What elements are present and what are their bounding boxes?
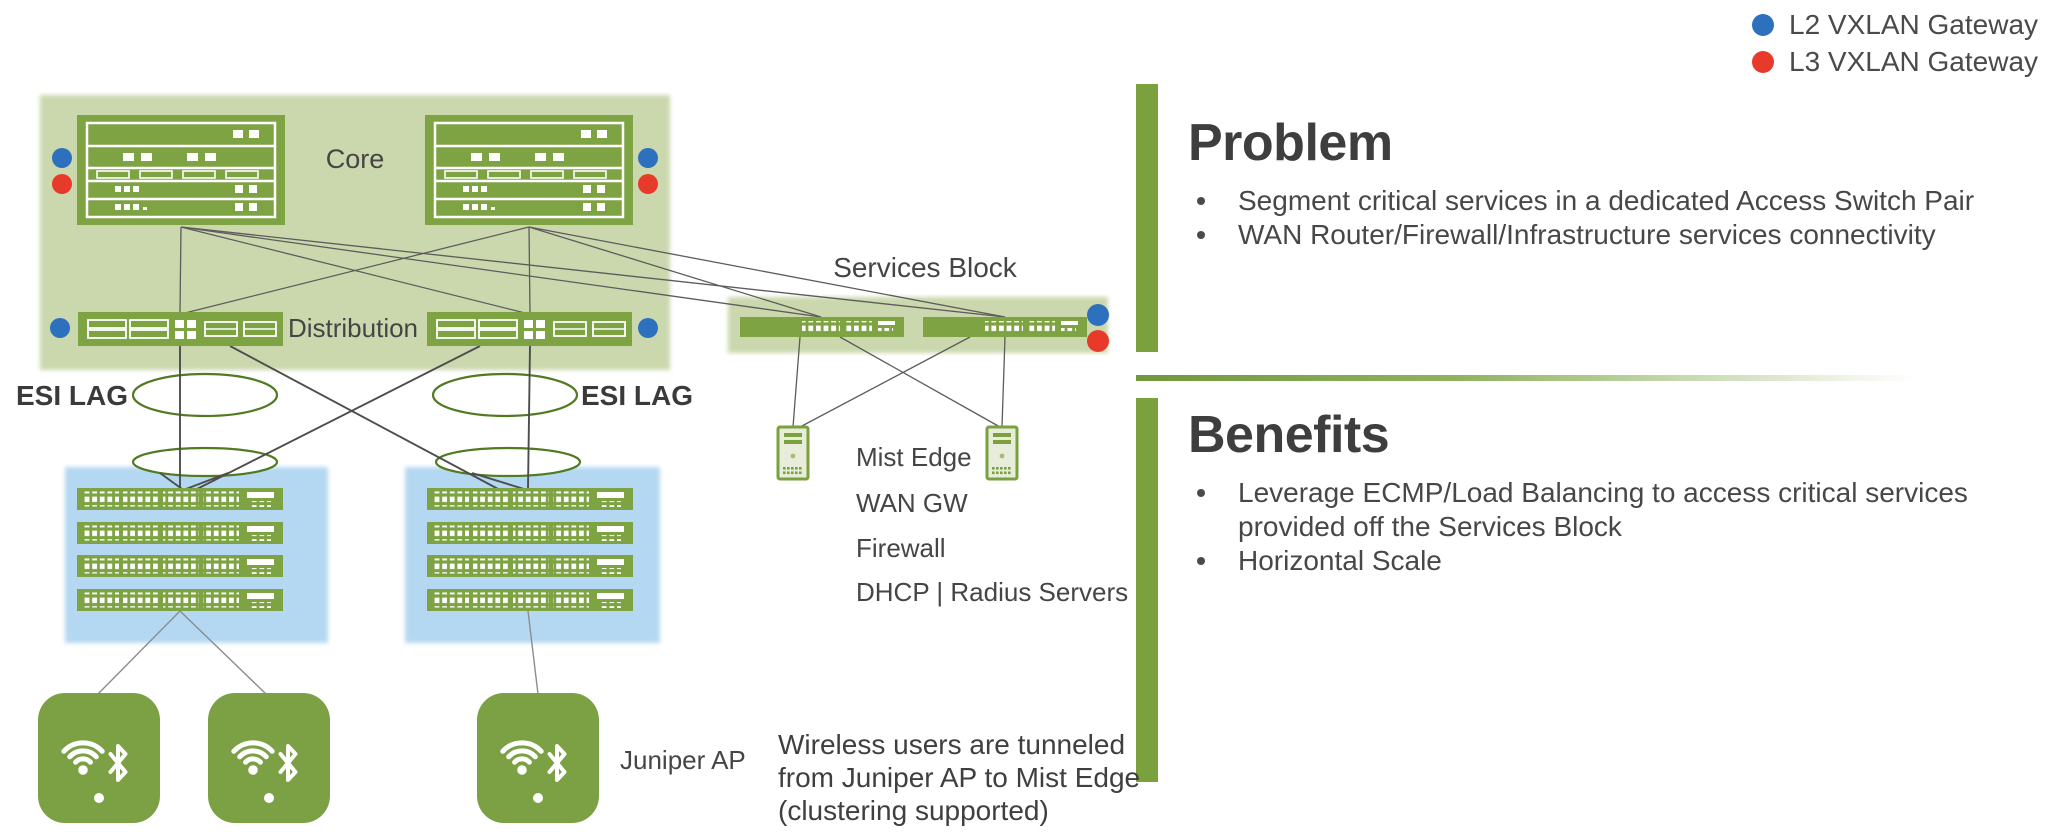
legend-label: L3 VXLAN Gateway: [1789, 46, 2039, 77]
l3-gateway-dot: [52, 174, 72, 194]
legend-label: L2 VXLAN Gateway: [1789, 9, 2039, 40]
juniper-ap-label: Juniper AP: [620, 745, 746, 775]
mist-edge-server-2: [985, 425, 1019, 481]
benefits-panel: Benefits Leverage ECMP/Load Balancing to…: [1188, 408, 2044, 578]
problem-title: Problem: [1188, 114, 1393, 172]
service-item-firewall: Firewall: [856, 533, 946, 563]
l2-gateway-dot: [1087, 304, 1109, 326]
esi-lag-label-right: ESI LAG: [581, 380, 693, 411]
l2-gateway-dot: [638, 318, 658, 338]
esi-lag-ellipse-lower-left: [131, 446, 279, 478]
benefits-bullet-list: Leverage ECMP/Load Balancing to access c…: [1188, 476, 2044, 578]
esi-lag-ellipse-lower-right: [434, 446, 582, 478]
services-switch-1: [740, 317, 904, 337]
legend-item-l2: L2 VXLAN Gateway: [1752, 11, 2038, 39]
juniper-ap-3: [477, 693, 599, 823]
l3-gateway-dot: [638, 174, 658, 194]
benefits-bullet: Leverage ECMP/Load Balancing to access c…: [1188, 476, 2044, 544]
core-switch-1: [75, 113, 287, 227]
l3-gateway-dot: [1752, 51, 1774, 73]
distribution-label: Distribution: [288, 313, 418, 343]
problem-section-bar: [1136, 84, 1158, 352]
esi-lag-label-left: ESI LAG: [16, 380, 128, 411]
problem-bullet-list: Segment critical services in a dedicated…: [1188, 184, 2044, 252]
distribution-switch-1: [77, 311, 284, 347]
vxlan-gateway-dots: [50, 148, 1109, 352]
problem-panel: Problem Segment critical services in a d…: [1188, 116, 2044, 252]
vxlan-legend: L2 VXLAN Gateway L3 VXLAN Gateway: [1752, 11, 2038, 85]
section-divider: [1136, 375, 1938, 381]
services-block-label: Services Block: [833, 252, 1018, 283]
problem-bullet: WAN Router/Firewall/Infrastructure servi…: [1188, 218, 2044, 252]
l2-gateway-dot: [52, 148, 72, 168]
problem-bullet: Segment critical services in a dedicated…: [1188, 184, 2044, 218]
service-item-dhcp-radius: DHCP | Radius Servers: [856, 577, 1128, 607]
esi-lag-ellipse-upper-left: [131, 372, 279, 418]
wireless-note: Wireless users are tunneled from Juniper…: [778, 729, 1141, 826]
distribution-switch-2: [426, 311, 633, 347]
juniper-ap-2: [208, 693, 330, 823]
esi-lag-ellipse-upper-right: [431, 372, 579, 418]
services-switch-2: [923, 317, 1087, 337]
service-item-wan-gw: WAN GW: [856, 488, 968, 518]
legend-item-l3: L3 VXLAN Gateway: [1752, 48, 2038, 76]
core-switch-2: [423, 113, 635, 227]
benefits-bullet: Horizontal Scale: [1188, 544, 2044, 578]
service-item-mist-edge: Mist Edge: [856, 442, 972, 472]
core-label: Core: [326, 144, 385, 174]
esi-lag-ellipses: [131, 372, 582, 478]
benefits-section-bar: [1136, 398, 1158, 782]
benefits-title: Benefits: [1188, 406, 1390, 464]
connection-lines: [97, 226, 1006, 695]
l3-gateway-dot: [1087, 330, 1109, 352]
juniper-ap-1: [38, 693, 160, 823]
l2-gateway-dot: [50, 318, 70, 338]
mist-edge-server-1: [776, 425, 810, 481]
l2-gateway-dot: [1752, 14, 1774, 36]
l2-gateway-dot: [638, 148, 658, 168]
